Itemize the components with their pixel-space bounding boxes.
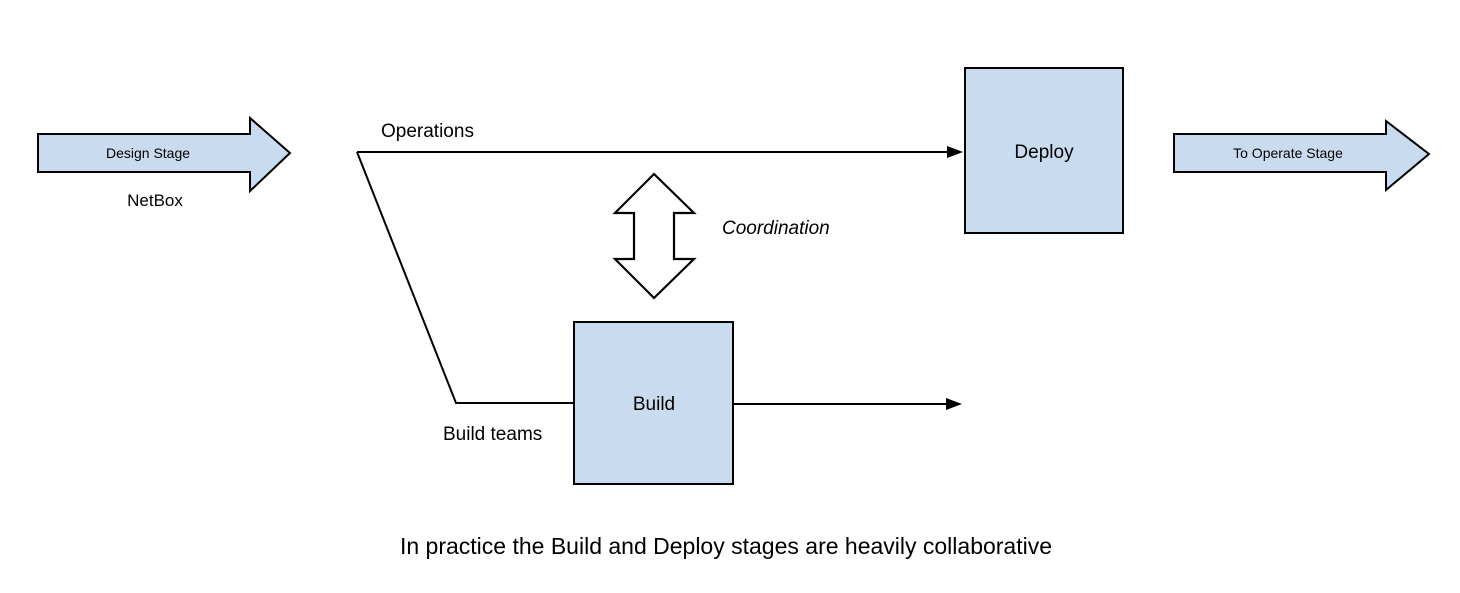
build-teams-edge-label: Build teams xyxy=(443,424,543,445)
deploy-box-label: Deploy xyxy=(1014,142,1074,163)
to-operate-stage-label: To Operate Stage xyxy=(1233,145,1343,161)
design-stage-label: Design Stage xyxy=(105,145,191,161)
diagram-caption: In practice the Build and Deploy stages … xyxy=(399,533,1053,559)
build-box-label: Build xyxy=(632,394,676,415)
to-operate-stage-arrow-shape[interactable] xyxy=(1173,118,1431,193)
deploy-box-shape[interactable] xyxy=(964,67,1124,234)
design-stage-sublabel-netbox: NetBox xyxy=(127,191,183,210)
coordination-label: Coordination xyxy=(722,218,830,239)
build-output-arrowhead-icon xyxy=(946,398,962,410)
build-box-shape[interactable] xyxy=(573,321,734,485)
operations-edge-label: Operations xyxy=(381,121,474,142)
coordination-double-arrow-icon[interactable] xyxy=(612,172,697,300)
operations-arrowhead-icon xyxy=(947,146,963,158)
build-teams-connector-line xyxy=(356,151,574,404)
design-stage-arrow-shape[interactable] xyxy=(37,115,292,194)
